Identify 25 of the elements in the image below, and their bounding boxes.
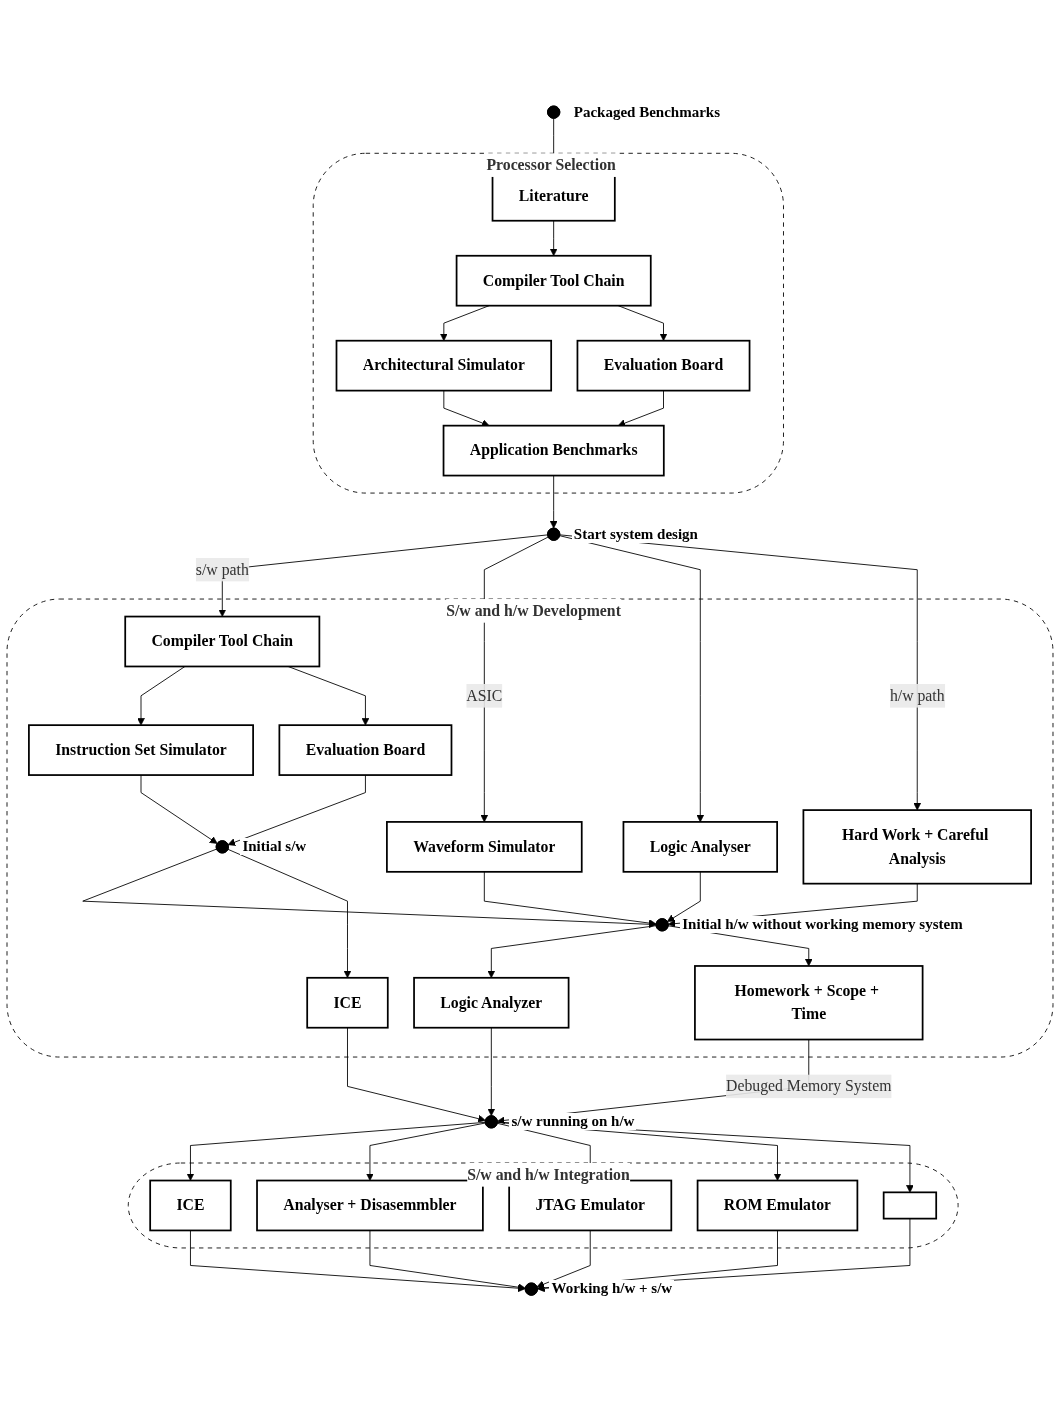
node-box: Homework + Scope + Time: [694, 964, 924, 1041]
node-box: Evaluation Board: [576, 339, 751, 392]
node-box: ICE: [306, 976, 389, 1029]
node-box: Application Benchmarks: [442, 424, 665, 477]
node-box: Compiler Tool Chain: [124, 615, 321, 668]
node-box: Architectural Simulator: [335, 339, 553, 392]
node-caption: Initial h/w without working memory system: [680, 916, 965, 934]
node-box: ROM Emulator: [696, 1179, 859, 1232]
node-box: [882, 1191, 938, 1220]
edge-label: ASIC: [466, 686, 503, 704]
edge-label: h/w path: [889, 686, 945, 704]
node-box: ICE: [149, 1179, 232, 1232]
node-caption: s/w running on h/w: [509, 1113, 637, 1131]
node-caption: Initial s/w: [240, 838, 309, 856]
node-box: Evaluation Board: [278, 724, 453, 776]
node-box: Compiler Tool Chain: [455, 254, 652, 307]
node-caption: Working h/w + s/w: [549, 1280, 675, 1298]
edge-label: s/w path: [195, 560, 249, 578]
edge-label: Debuged Memory System: [726, 1077, 892, 1095]
node-box: Instruction Set Simulator: [28, 724, 254, 776]
node-box: Waveform Simulator: [386, 820, 583, 873]
node-box: Logic Analyser: [622, 820, 778, 873]
node-box: Hard Work + Careful Analysis: [802, 809, 1032, 885]
node-box: Logic Analyzer: [413, 976, 570, 1029]
node-box: Analyser + Disasemmbler: [256, 1179, 484, 1232]
